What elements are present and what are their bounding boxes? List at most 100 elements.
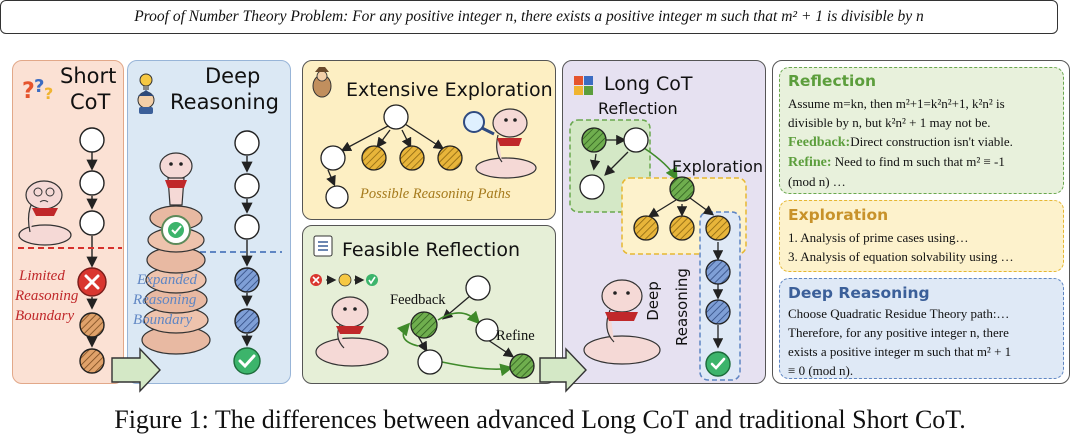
short-cot-chain: [79, 127, 105, 374]
short-node-1: [79, 127, 105, 153]
transition-arrow-left: [111, 347, 161, 393]
limited-boundary-label: Limited Reasoning Boundary: [15, 266, 95, 326]
checklist-icon: [313, 235, 333, 257]
refine-label: Refine: [496, 328, 535, 344]
feedback-label: Feedback: [390, 292, 446, 308]
short-node-5: [79, 348, 105, 374]
deep-reasoning-chain: [234, 130, 260, 347]
short-cot-title-2: CoT: [70, 90, 111, 114]
explore-node-e: [325, 185, 349, 209]
refine-text: Need to find m such that m² ≡ -1: [831, 154, 1005, 169]
exploration-tree: [320, 104, 463, 209]
figure-caption: Figure 1: The differences between advanc…: [114, 405, 966, 434]
deep-line-3: exists a positive integer m such that m²…: [788, 344, 1012, 359]
fail-to-success-icons: [310, 273, 378, 287]
deep-node-2: [234, 173, 260, 199]
puzzle-icon: [574, 76, 593, 95]
expanded-boundary-line-2: Reasoning: [133, 292, 197, 308]
long-node-e1: [669, 176, 695, 202]
expanded-boundary-line-3: Boundary: [133, 312, 193, 328]
expanded-boundary-label: Expanded Reasoning Boundary: [133, 270, 213, 330]
feedback-keyword: Feedback:: [788, 135, 851, 150]
refine-keyword: Refine:: [788, 155, 832, 170]
refine-row: Refine: Need to find m such that m² ≡ -1: [788, 152, 1060, 172]
short-node-4: [79, 312, 105, 338]
long-node-d1: [705, 259, 731, 285]
question-marks-icon: ? ? ?: [22, 76, 53, 104]
reflect-node-mid: [475, 318, 499, 342]
snake-mascot-explorer: [463, 108, 537, 179]
long-deep-label: Deep Reasoning: [644, 268, 705, 348]
exploration-example-box: [779, 200, 1064, 272]
explore-node-a: [320, 145, 346, 171]
transition-arrow-right: [539, 347, 587, 393]
deep-reasoning-example-box: [779, 278, 1064, 379]
explore-node-d: [437, 145, 463, 171]
feedback-text: Direct construction isn't viable.: [850, 134, 1013, 149]
deep-line-4: ≡ 0 (mod n).: [788, 363, 854, 378]
short-cot-title-1: Short: [60, 64, 117, 88]
magnifier-icon: [463, 111, 485, 133]
limited-boundary-line-2: Reasoning: [15, 288, 79, 304]
exploration-box-text: 1. Analysis of prime cases using… 3. Ana…: [788, 228, 1060, 266]
short-node-3: [79, 210, 105, 236]
deep-node-5: [234, 308, 260, 334]
explore-node-c: [399, 145, 425, 171]
deep-node-3: [234, 214, 260, 240]
explore-root-node: [383, 104, 409, 130]
snake-mascot-confused: [18, 180, 72, 246]
deep-node-4: [234, 267, 260, 293]
short-node-2: [79, 170, 105, 196]
long-deep-label-1: Deep: [643, 281, 662, 321]
problem-statement: Proof of Number Theory Problem: For any …: [0, 0, 1058, 34]
possible-paths-label: Possible Reasoning Paths: [360, 186, 511, 202]
refine-row-2: (mod n) …: [788, 174, 846, 189]
reflection-graph: [396, 275, 535, 379]
svg-text:?: ?: [22, 79, 35, 104]
exploration-box-title: Exploration: [788, 206, 889, 224]
reflect-node-feedback: [410, 311, 438, 339]
student-avatar-icon: [137, 90, 155, 114]
deep-reasoning-title-2: Reasoning: [170, 90, 280, 114]
snake-mascot-thinking: [315, 296, 389, 367]
long-node-e4: [705, 215, 731, 241]
extensive-exploration-title: Extensive Exploration: [346, 79, 553, 101]
reflection-box-text: Assume m=kn, then m²+1=k²n²+1, k²n² is d…: [788, 94, 1060, 191]
deep-reasoning-box-text: Choose Quadratic Residue Theory path:… T…: [788, 304, 1062, 380]
long-exploration-label: Exploration: [672, 157, 763, 176]
reflect-node-bottom: [417, 349, 443, 375]
long-node-e2: [633, 215, 659, 241]
long-node-r3: [579, 174, 605, 200]
reflection-example-box: [779, 67, 1064, 194]
snake-mascot-coiled: [141, 152, 211, 355]
deep-line-1: Choose Quadratic Residue Theory path:…: [788, 306, 1010, 321]
reflect-node-top: [465, 275, 491, 301]
explore-node-b: [361, 145, 387, 171]
reflect-node-refine: [509, 353, 535, 379]
expanded-boundary-line-1: Expanded: [137, 272, 197, 288]
lightbulb-icon: [139, 73, 153, 90]
reflection-line-1: Assume m=kn, then m²+1=k²n²+1, k²n² is: [788, 96, 1005, 111]
svg-text:?: ?: [44, 84, 53, 103]
svg-text:?: ?: [34, 76, 44, 97]
long-node-r1: [581, 127, 607, 153]
feedback-row: Feedback:Direct construction isn't viabl…: [788, 132, 1060, 152]
deep-node-1: [234, 130, 260, 156]
exploration-item-2: 3. Analysis of equation solvability usin…: [788, 249, 1014, 264]
limited-boundary-line-3: Boundary: [15, 308, 75, 324]
long-node-e3: [669, 215, 695, 241]
exploration-item-1: 1. Analysis of prime cases using…: [788, 230, 969, 245]
success-icon: [233, 347, 261, 375]
fail-icon: [77, 267, 107, 297]
snake-mascot-longcot: [583, 279, 661, 365]
long-deep-label-2: Reasoning: [672, 268, 691, 346]
long-node-r2: [623, 127, 649, 153]
limited-boundary-line-1: Limited: [19, 268, 65, 284]
long-node-d2: [705, 299, 731, 325]
deep-reasoning-box-title: Deep Reasoning: [788, 284, 930, 302]
reflection-line-2: divisible by n, but k²n² + 1 may not be.: [788, 115, 991, 130]
long-cot-title: Long CoT: [604, 73, 693, 95]
reflection-box-title: Reflection: [788, 72, 877, 90]
deep-reasoning-title-1: Deep: [205, 64, 261, 88]
